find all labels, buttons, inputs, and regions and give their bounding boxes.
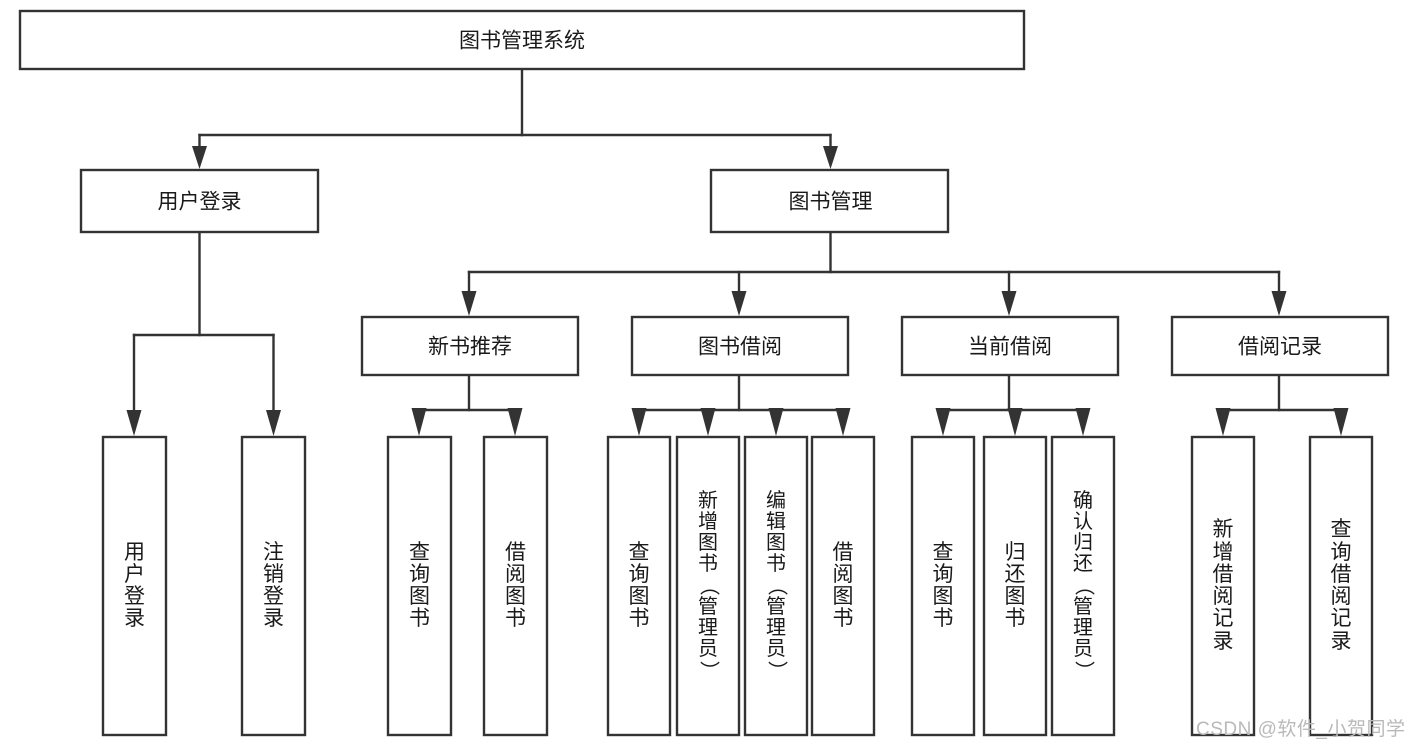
node-current-borrow[interactable]: 当前借阅 xyxy=(900,315,1120,377)
arrow-head-newbook-leaf-1 xyxy=(411,408,427,436)
arrow-head-newbook-leaf-2 xyxy=(507,408,523,436)
leaf-query-book-borrow-box[interactable] xyxy=(606,435,672,737)
leaf-borrow-book-box[interactable] xyxy=(810,435,876,737)
leaf-user-login-box[interactable] xyxy=(101,435,168,737)
arrow-head-root-to-book-management xyxy=(823,146,838,169)
arrow-head-user-login-leaf-1 xyxy=(126,410,142,436)
arrow-head-currentborrow-leaf-3 xyxy=(1075,408,1091,436)
node-new-book-recommend[interactable]: 新书推荐 xyxy=(360,315,580,377)
node-user-login-box xyxy=(79,168,320,234)
leaf-query-borrow-record-box[interactable] xyxy=(1308,435,1374,737)
csdn-watermark: CSDN @软件_小贺同学 xyxy=(1196,719,1405,740)
node-book-borrow-box xyxy=(630,315,850,377)
arrow-head-bm-to-new-book xyxy=(461,291,477,316)
leaf-logout-box[interactable] xyxy=(240,435,307,737)
node-current-borrow-box xyxy=(900,315,1120,377)
arrow-head-bookborrow-leaf-3 xyxy=(768,408,784,436)
arrow-head-currentborrow-leaf-1 xyxy=(935,408,951,436)
connector-layer xyxy=(126,67,1349,436)
arrow-head-bm-to-current-borrow xyxy=(1001,291,1017,316)
node-borrow-records-box xyxy=(1170,315,1390,377)
leaf-edit-book-admin-box[interactable] xyxy=(743,435,809,737)
node-borrow-records-label: 借阅记录 xyxy=(1238,336,1322,359)
node-book-management[interactable]: 图书管理 xyxy=(709,168,950,234)
arrow-head-currentborrow-leaf-2 xyxy=(1007,408,1023,436)
leaf-add-borrow-record-box[interactable] xyxy=(1190,435,1256,737)
node-root[interactable]: 图书管理系统 xyxy=(18,9,1026,71)
node-user-login-label: 用户登录 xyxy=(158,191,242,214)
leaf-query-book-current-box[interactable] xyxy=(910,435,976,737)
arrow-head-user-login-leaf-2 xyxy=(266,410,281,436)
node-new-book-recommend-label: 新书推荐 xyxy=(428,336,512,359)
arrow-head-bm-to-borrow-records xyxy=(1271,291,1287,316)
arrow-head-bookborrow-leaf-4 xyxy=(835,408,851,436)
node-book-management-box xyxy=(709,168,950,234)
node-borrow-records[interactable]: 借阅记录 xyxy=(1170,315,1390,377)
arrow-head-bookborrow-leaf-2 xyxy=(700,408,716,436)
node-root-label: 图书管理系统 xyxy=(459,30,585,53)
leaf-query-book-new-box[interactable] xyxy=(386,435,453,737)
arrow-head-borrowrecords-leaf-2 xyxy=(1333,408,1349,436)
arrow-head-borrowrecords-leaf-1 xyxy=(1215,408,1231,436)
node-book-management-label: 图书管理 xyxy=(789,191,873,214)
arrow-head-bookborrow-leaf-1 xyxy=(631,408,647,436)
leaf-borrow-book-new-box[interactable] xyxy=(482,435,549,737)
node-new-book-recommend-box xyxy=(360,315,580,377)
leaf-add-book-admin-box[interactable] xyxy=(675,435,741,737)
node-book-borrow[interactable]: 图书借阅 xyxy=(630,315,850,377)
node-user-login[interactable]: 用户登录 xyxy=(79,168,320,234)
arrow-head-root-to-user-login xyxy=(192,146,207,169)
node-book-borrow-label: 图书借阅 xyxy=(698,336,782,359)
leaf-boxes-layer xyxy=(101,435,1374,737)
node-current-borrow-label: 当前借阅 xyxy=(968,336,1052,359)
node-root-box xyxy=(18,9,1026,71)
leaf-confirm-return-admin-box[interactable] xyxy=(1050,435,1116,737)
arrow-head-bm-to-book-borrow xyxy=(731,291,747,316)
leaf-return-book-box[interactable] xyxy=(982,435,1048,737)
